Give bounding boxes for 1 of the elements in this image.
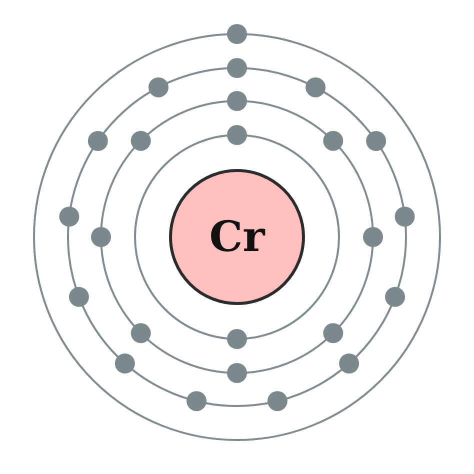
element-symbol: Cr [209,216,265,258]
